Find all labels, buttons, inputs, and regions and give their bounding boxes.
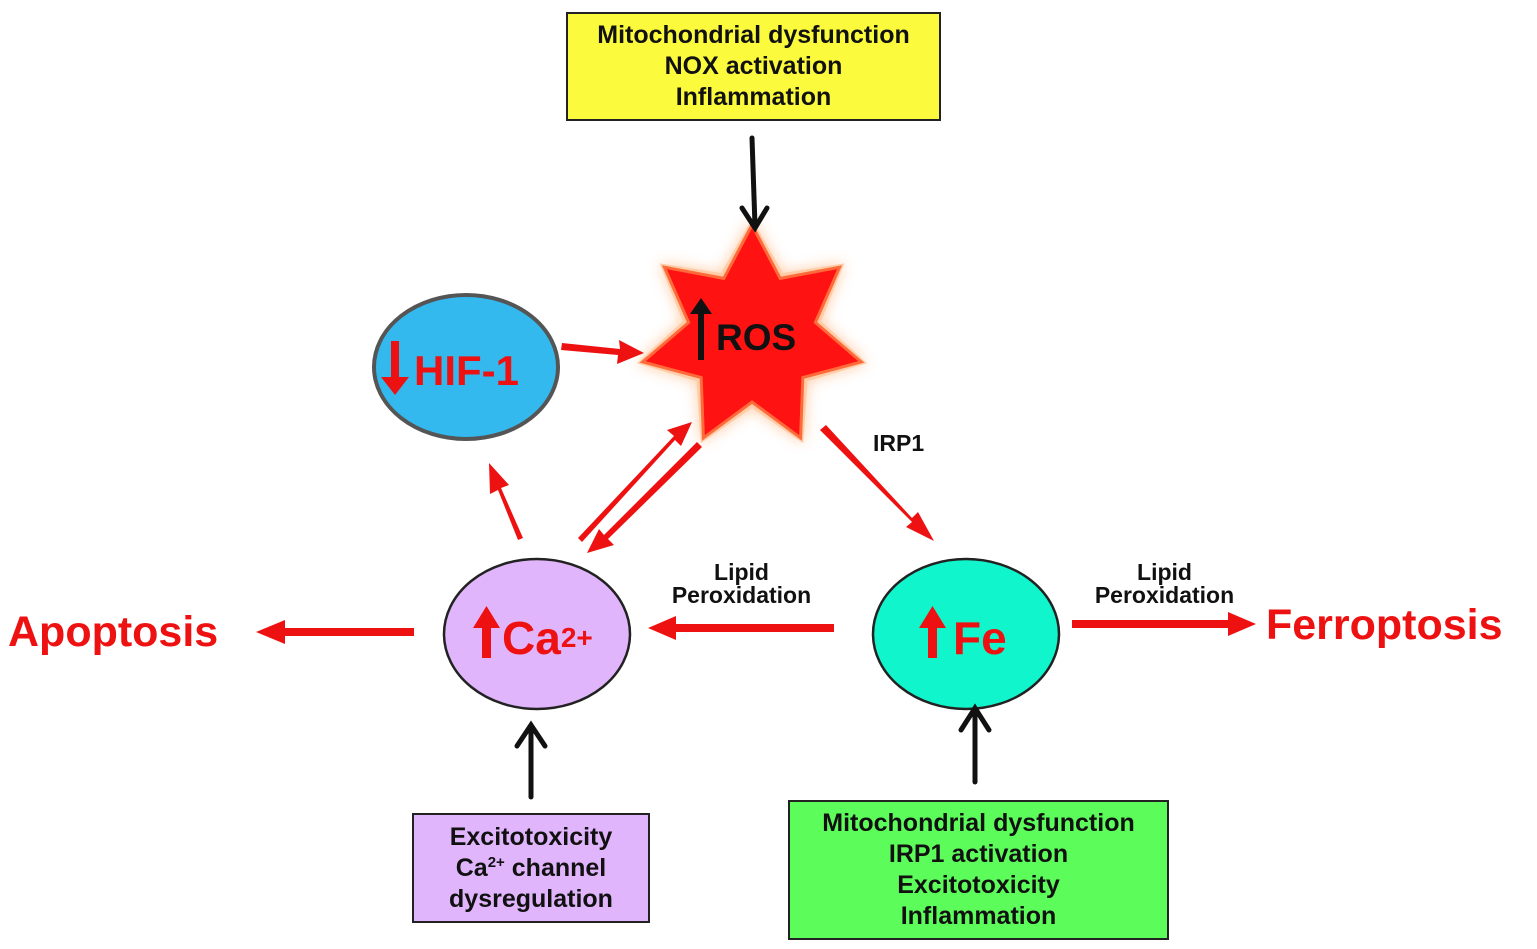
top-causes-box: Mitochondrial dysfunction NOX activation…: [566, 12, 941, 121]
up-arrow-icon: [919, 606, 946, 658]
iron-cause-line: Mitochondrial dysfunction: [822, 809, 1135, 837]
top-cause-line: Mitochondrial dysfunction: [597, 21, 910, 49]
iron-cause-line: IRP1 activation: [888, 840, 1069, 868]
calcium-causes-box: Excitotoxicity Ca2+ channel dysregulatio…: [412, 813, 650, 923]
iron-label: Fe: [953, 612, 1007, 664]
ros-label: ROS: [716, 317, 797, 358]
fe-node: [871, 557, 1061, 711]
up-arrow-icon: [473, 606, 500, 658]
irp1-label: IRP1: [873, 430, 925, 456]
iron-causes-box: Mitochondrial dysfunction IRP1 activatio…: [788, 800, 1169, 940]
lipid-peroxidation-right: Lipid Peroxidation: [1094, 559, 1235, 608]
arrow-ros-to-ca: [587, 442, 702, 553]
iron-cause-line: Excitotoxicity: [897, 871, 1060, 899]
arrow-hif-to-ros: [561, 340, 644, 364]
iron-cause-line: Inflammation: [900, 902, 1057, 930]
arrow-ca-to-apoptosis: [256, 620, 414, 644]
hif-node: [372, 293, 560, 441]
apoptosis-label: Apoptosis: [8, 608, 219, 656]
ca-node: [442, 557, 632, 711]
down-arrow-icon: [381, 341, 409, 395]
arrow-fe-causes-to-fe: [958, 703, 992, 785]
arrow-ca-to-hif: [489, 463, 523, 540]
top-cause-line: Inflammation: [675, 83, 832, 111]
arrow-ca-causes-to-ca: [514, 720, 548, 800]
calcium-cause-line: Ca2+ channel: [455, 853, 607, 882]
arrow-ros-to-fe: [820, 425, 934, 541]
top-cause-line: NOX activation: [664, 52, 843, 80]
arrow-fe-to-ferroptosis: [1072, 612, 1256, 636]
arrow-fe-to-ca: [648, 616, 834, 640]
arrow-top-box-to-ros: [739, 135, 770, 233]
up-arrow-icon: [690, 298, 712, 360]
ferroptosis-label: Ferroptosis: [1266, 601, 1503, 649]
arrow-ca-to-ros: [578, 422, 692, 542]
calcium-cause-line: Excitotoxicity: [449, 822, 613, 851]
calcium-cause-line: dysregulation: [449, 884, 613, 913]
lipid-peroxidation-left: Lipid Peroxidation: [671, 559, 812, 608]
ros-star: [639, 221, 865, 441]
hif-label: HIF-1: [414, 347, 519, 394]
